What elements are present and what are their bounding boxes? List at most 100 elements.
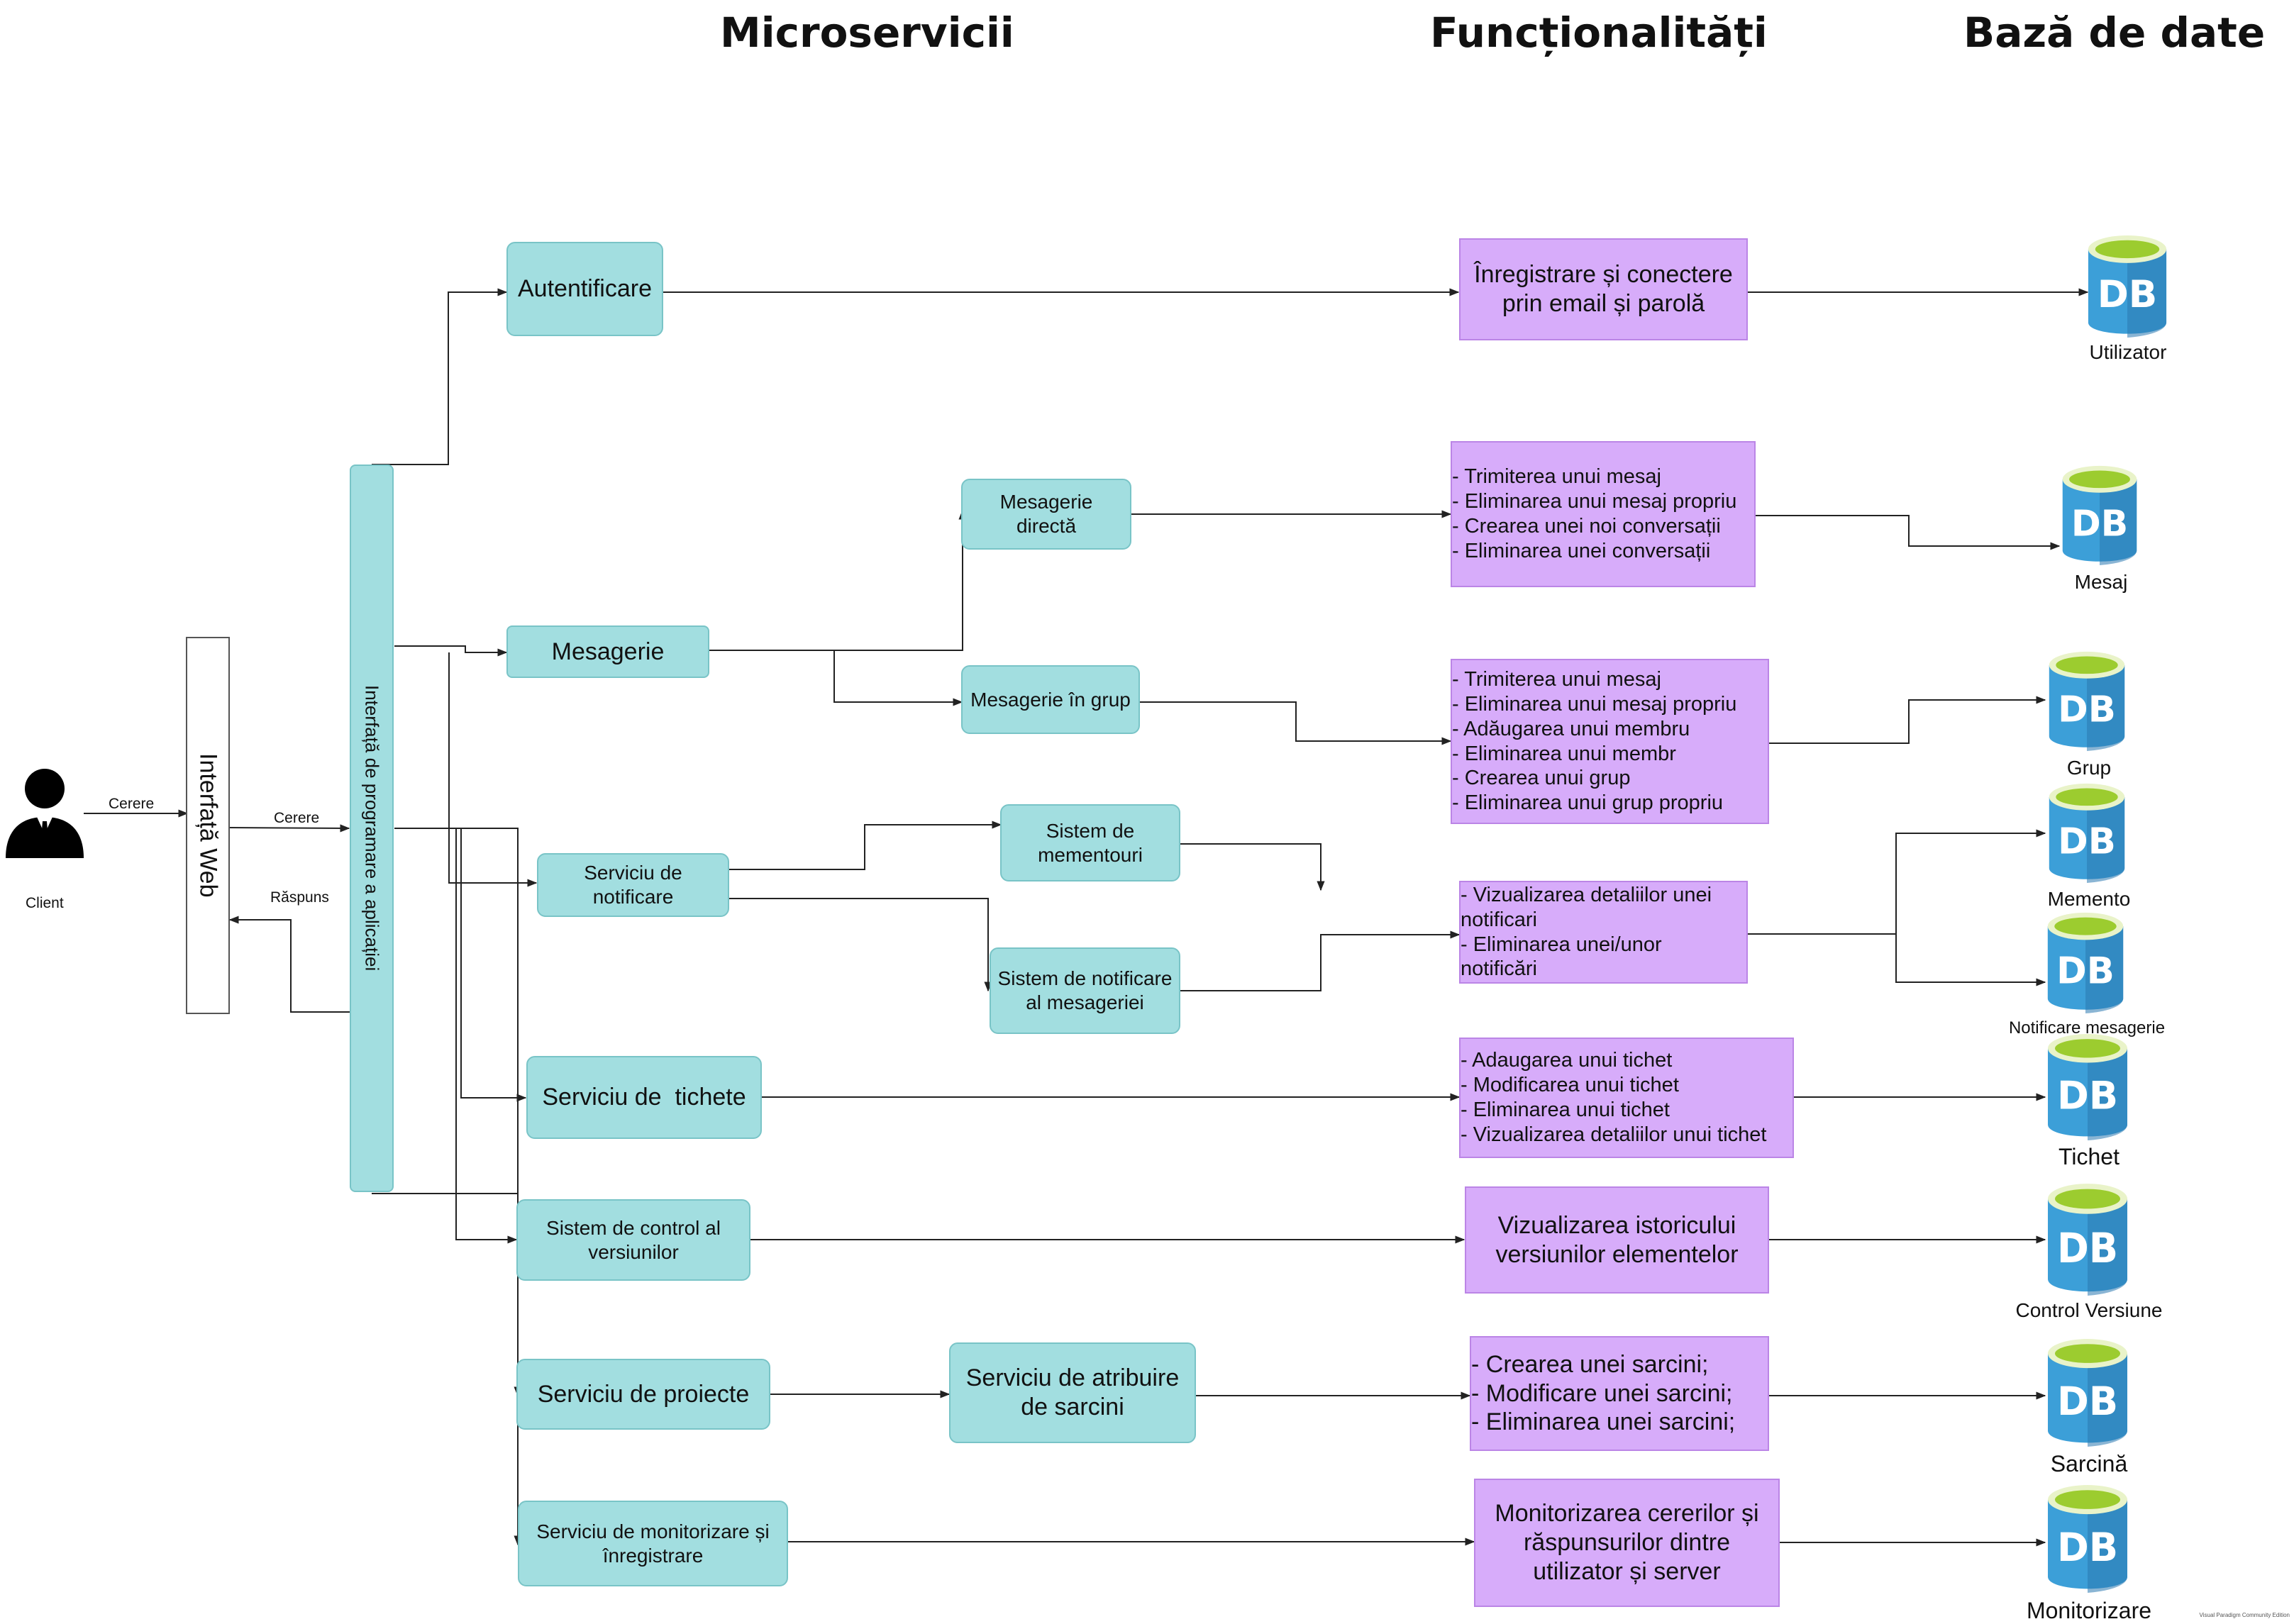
db-label-ticket: Tichet [2058,1144,2120,1169]
feature-line: - Crearea unui grup [1452,767,1631,790]
db-label-user: Utilizator [2089,341,2167,363]
feature-line: Vizualizarea istoricului [1497,1211,1736,1239]
feature-tickets: - Adaugarea unui tichet- Modificarea unu… [1459,1038,1794,1158]
feature-auth-line: prin email și parolă [1502,290,1705,317]
service-messaging-label: Mesagerie [551,638,665,665]
arrow-api-web [228,916,351,1013]
wire-group-feature [1140,701,1452,745]
wire-messaging-group [833,650,963,706]
web-interface[interactable]: Interfață Web [186,637,230,1014]
feature-line: - Crearea unei noi conversații [1452,515,1721,538]
web-request-label: Cerere [274,810,320,826]
service-group-messaging-label: Mesagerie în grup [970,688,1131,711]
service-group-messaging[interactable]: Mesagerie în grup [961,665,1140,734]
feature-line: - Eliminarea unui tichet [1461,1099,1670,1121]
feature-line: - Trimiterea unui mesaj [1452,465,1661,489]
wire-api-messaging [394,645,508,657]
feature-tasks: - Crearea unei sarcini;- Modificare unei… [1470,1336,1769,1451]
web-interface-label: Interfață Web [194,753,222,898]
wire-api-tickets [394,828,527,1102]
db-label-message: Mesaj [2074,571,2128,593]
wire-api-monitor [372,1193,522,1546]
wire-notif-msgnotif [728,898,992,992]
service-message-notification[interactable]: Sistem de notificare al mesageriei [990,947,1180,1034]
service-task-assignment-label: Serviciu de atribuire de sarcini [965,1364,1180,1420]
svg-text:DB: DB [2098,273,2158,316]
client-person-icon [6,769,84,858]
feature-line: - Vizualizarea detaliilor unei [1461,883,1712,906]
feature-line: notificari [1461,908,1537,931]
svg-text:DB: DB [2058,688,2116,730]
wire-reminders-merge [1180,843,1325,891]
database-icon: DB [2085,234,2169,338]
service-reminders[interactable]: Sistem de mementouri [1000,804,1180,881]
footer-watermark: Visual Paradigm Community Edition [2199,1612,2290,1618]
feature-line: Monitorizarea cererilor și [1495,1500,1759,1528]
wire-api-vcs [394,828,518,1244]
service-monitoring-label: Serviciu de monitorizare și înregistrare [536,1520,770,1567]
header-databases: Bază de date [1963,9,2266,57]
database-icon: DB [2046,650,2127,751]
service-task-assignment[interactable]: Serviciu de atribuire de sarcini [949,1342,1196,1443]
service-message-notification-label: Sistem de notificare al mesageriei [997,967,1173,1013]
feature-line: - Eliminarea unui membr [1452,742,1676,765]
feature-line: - Eliminarea unui grup propriu [1452,791,1724,815]
service-messaging[interactable]: Mesagerie [506,625,709,678]
db-label-monitoring: Monitorizare [2026,1598,2152,1623]
svg-text:DB: DB [2058,820,2116,862]
feature-line: - Adaugarea unui tichet [1461,1049,1673,1072]
feature-group-messaging: - Trimiterea unui mesaj - Eliminarea unui… [1451,659,1769,824]
service-version-control[interactable]: Sistem de control al versiunilor [516,1199,750,1281]
service-reminders-label: Sistem de mementouri [1038,819,1143,866]
service-direct-messaging-label: Mesagerie directă [999,491,1093,537]
database-icon: DB [2046,782,2127,883]
feature-line: - Modificarea unui tichet [1461,1074,1679,1097]
wire-notif-reminders [728,821,1002,870]
wire-msgnotif-merge [1180,930,1461,991]
client-label: Client [26,895,64,911]
svg-text:DB: DB [2057,1378,2118,1424]
api-gateway[interactable]: Interfață de programare a aplicației [350,465,394,1192]
header-features: Funcționalități [1430,9,1768,57]
feature-line: - Modificare unei sarcini; [1471,1379,1733,1407]
service-auth[interactable]: Autentificare [506,242,663,336]
feature-line: - Eliminarea unui mesaj propriu [1452,490,1737,513]
wire-feature-msgnotif-db [1895,934,2046,986]
feature-line: - Eliminarea unei sarcini; [1471,1408,1736,1436]
web-response-label: Răspuns [270,889,329,906]
wire-api-auth [372,288,508,465]
feature-line: - Crearea unei sarcini; [1471,1350,1709,1378]
service-auth-label: Autentificare [518,275,652,303]
database-icon: DB [2060,465,2139,565]
database-icon: DB [2045,1182,2130,1296]
service-projects[interactable]: Serviciu de proiecte [516,1359,770,1430]
service-version-control-label: Sistem de control al versiunilor [546,1216,721,1263]
svg-text:DB: DB [2056,950,2115,993]
feature-direct-messaging: - Trimiterea unui mesaj- Eliminarea unui… [1451,441,1756,587]
svg-text:DB: DB [2057,1225,2118,1272]
svg-text:DB: DB [2057,1524,2118,1570]
db-label-group: Grup [2066,757,2112,779]
service-notification[interactable]: Serviciu de notificare [537,853,729,917]
service-notification-label: Serviciu de notificare [584,862,682,908]
svg-text:DB: DB [2071,502,2128,544]
feature-line: - Trimiterea unui mesaj [1452,668,1661,691]
service-tickets-label: Serviciu de tichete [542,1084,746,1111]
database-icon: DB [2045,1337,2130,1447]
feature-line: notificări [1461,957,1537,981]
service-monitoring[interactable]: Serviciu de monitorizare și înregistrare [518,1501,788,1586]
service-direct-messaging[interactable]: Mesagerie directă [961,479,1131,550]
service-tickets[interactable]: Serviciu de tichete [526,1056,762,1139]
feature-line: - Eliminarea unei conversații [1452,539,1711,562]
header-microservices: Microservicii [720,9,1014,57]
wire-feature-group-db [1768,696,2046,744]
feature-line: - Vizualizarea detaliilor unui tichet [1461,1123,1767,1146]
feature-auth-line: Înregistrare și conectere [1474,261,1733,289]
db-label-version-control: Control Versiune [2015,1299,2163,1321]
service-projects-label: Serviciu de proiecte [537,1380,750,1408]
